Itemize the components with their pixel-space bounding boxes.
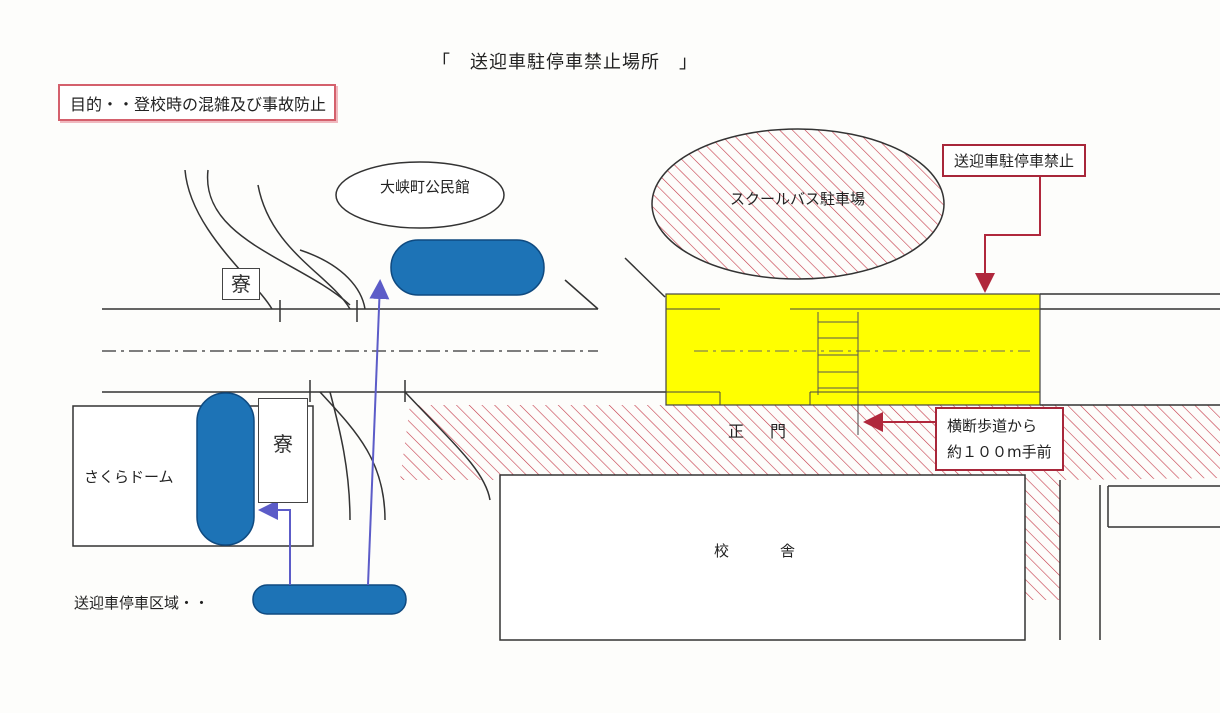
sakura-dome-label: さくらドーム bbox=[84, 468, 174, 486]
page-title: 「 送迎車駐停車禁止場所 」 bbox=[432, 52, 698, 73]
school-bus-parking-area bbox=[651, 128, 945, 280]
crosswalk-note-callout: 横断歩道から 約１００m手前 bbox=[935, 407, 1064, 471]
main-gate-label-1: 正 bbox=[728, 422, 745, 441]
purpose-box: 目的・・登校時の混雑及び事故防止 bbox=[58, 84, 337, 121]
school-building-label-1: 校 bbox=[714, 542, 730, 560]
callout-arrows bbox=[863, 175, 1041, 432]
pickup-zone-sakura-dome bbox=[196, 392, 255, 546]
pickup-zone-community-hall bbox=[390, 239, 545, 296]
pickup-zone-legend-label: 送迎車停車区域・・ bbox=[74, 594, 210, 612]
dorm-label-1: 寮 bbox=[222, 268, 260, 300]
route-arrows bbox=[258, 279, 390, 586]
roads bbox=[102, 169, 1220, 640]
community-hall-label: 大峡町公民館 bbox=[380, 178, 471, 196]
pickup-zones bbox=[196, 239, 545, 615]
school-building-outline bbox=[499, 474, 1026, 641]
dorm-label-2: 寮 bbox=[258, 398, 308, 503]
no-parking-callout-text: 送迎車駐停車禁止 bbox=[954, 152, 1075, 170]
main-gate-label-2: 門 bbox=[770, 422, 787, 441]
no-parking-zone bbox=[665, 293, 1041, 435]
pickup-zone-legend bbox=[252, 584, 407, 615]
crosswalk bbox=[817, 312, 859, 395]
community-hall-outline bbox=[335, 161, 505, 229]
crosswalk-note-line1: 横断歩道から bbox=[947, 417, 1038, 435]
crosswalk-note-line2: 約１００m手前 bbox=[947, 443, 1052, 461]
school-bus-parking-label: スクールバス駐車場 bbox=[730, 190, 866, 208]
no-parking-callout: 送迎車駐停車禁止 bbox=[942, 144, 1087, 177]
school-building-label-2: 舎 bbox=[780, 542, 796, 560]
